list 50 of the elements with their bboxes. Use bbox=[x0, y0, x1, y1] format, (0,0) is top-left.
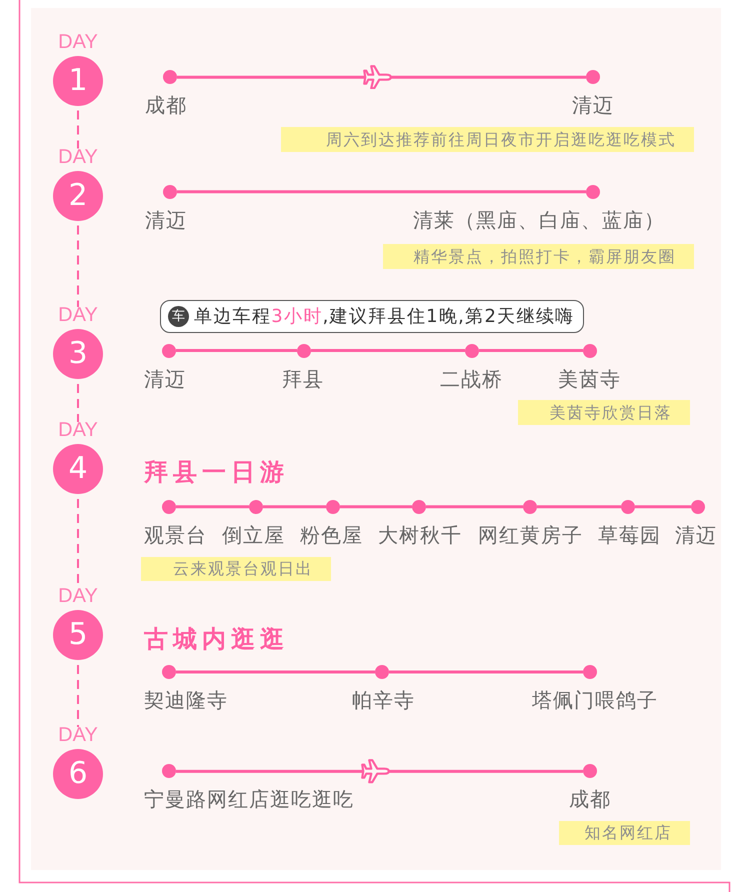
route-line bbox=[177, 190, 586, 194]
place-name: 成都 bbox=[145, 93, 187, 118]
day-title: 拜县一日游 bbox=[144, 458, 289, 486]
day-label: DAY bbox=[58, 588, 98, 604]
place-name: 二战桥 bbox=[440, 366, 503, 390]
route-line bbox=[340, 505, 412, 508]
place-name: 清迈 bbox=[144, 366, 186, 390]
place-name: 成都 bbox=[569, 787, 611, 812]
note-box: 周六到达推荐前往周日夜市开启逛吃逛吃模式 bbox=[281, 127, 694, 152]
place-name: 拜县 bbox=[282, 366, 324, 390]
route-line bbox=[635, 505, 691, 508]
route-line bbox=[177, 76, 586, 79]
place-name: 清迈 bbox=[675, 522, 717, 547]
route-line bbox=[389, 670, 583, 674]
route-line bbox=[176, 505, 249, 508]
place-name: 网红黄房子 bbox=[478, 522, 583, 547]
note-box: 知名网红店 bbox=[558, 821, 690, 845]
day-label: DAY bbox=[58, 34, 98, 50]
place-name: 塔佩门喂鸽子 bbox=[532, 688, 658, 712]
route-line bbox=[311, 349, 465, 352]
place-name: 清迈 bbox=[572, 93, 614, 118]
route-line bbox=[176, 770, 583, 773]
place-name: 清莱（黑庙、白庙、蓝庙） bbox=[413, 208, 665, 232]
place-name: 草莓园 bbox=[598, 522, 661, 547]
route-line bbox=[176, 349, 297, 352]
route-line bbox=[263, 505, 326, 508]
place-name: 观景台 bbox=[144, 522, 207, 547]
place-name: 宁曼路网红店逛吃逛吃 bbox=[144, 787, 354, 812]
day-label: DAY bbox=[58, 422, 98, 438]
place-name: 大树秋千 bbox=[378, 522, 462, 547]
route-line bbox=[426, 505, 523, 508]
day-label: DAY bbox=[58, 148, 98, 164]
note-box: 美茵寺欣赏日落 bbox=[518, 400, 690, 425]
route-line bbox=[479, 349, 583, 352]
note-box: 云来观景台观日出 bbox=[141, 557, 331, 581]
day-title: 古城内逛逛 bbox=[144, 625, 289, 653]
route-line bbox=[176, 670, 375, 674]
day-label: DAY bbox=[58, 727, 98, 743]
place-name: 倒立屋 bbox=[222, 522, 285, 547]
place-name: 粉色屋 bbox=[300, 522, 363, 547]
place-name: 美茵寺 bbox=[558, 366, 621, 390]
place-name: 清迈 bbox=[145, 208, 187, 232]
route-line bbox=[537, 505, 621, 508]
callout-box bbox=[160, 300, 584, 333]
badge: 车 bbox=[168, 306, 189, 327]
place-name: 帕辛寺 bbox=[352, 688, 415, 712]
place-name: 契迪隆寺 bbox=[144, 688, 228, 712]
day-label: DAY bbox=[58, 307, 98, 323]
note-box: 精华景点，拍照打卡，霸屏朋友圈 bbox=[383, 244, 694, 269]
callout-text: 单边车程3小时,建议拜县住1晚,第2天继续嗨 bbox=[194, 304, 574, 328]
